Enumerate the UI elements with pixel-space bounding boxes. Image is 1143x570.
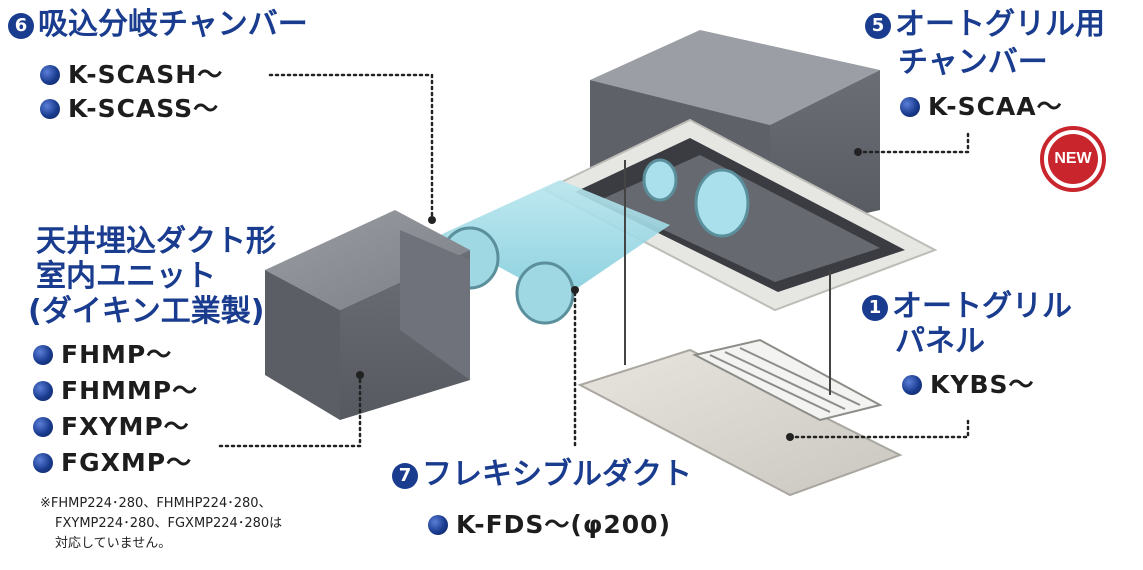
bullet-icon [40,99,60,119]
bullet-icon [428,515,448,535]
bullet-icon [33,453,53,473]
note-line1: ※FHMP224･280、FHMHP224･280、 [40,496,272,511]
indoor-model-1: FHMP～ [33,340,172,370]
indoor-title-line3: (ダイキン工業製) [28,294,265,329]
bullet-icon [33,417,53,437]
bullet-icon [40,65,60,85]
indoor-model-3: FXYMP～ [33,412,190,442]
item1-title-line2: パネル [895,324,985,359]
item6-model-1: K-SCASH～ [40,60,223,90]
indoor-title-line1: 天井埋込ダクト形 [36,224,276,259]
auto-grille-chamber [542,30,938,312]
bullet-icon [33,381,53,401]
indoor-title-line2: 室内ユニット [36,259,216,294]
auto-grille-panel [577,160,903,497]
item5-number: 5 [865,13,891,39]
item1-number: 1 [862,295,888,321]
item1-model-1: KYBS～ [902,370,1035,400]
item5-model-1: K-SCAA～ [900,92,1063,122]
item7-number: 7 [392,463,418,489]
bullet-icon [33,345,53,365]
new-badge: NEW [1040,126,1106,192]
leader-lines [218,73,970,448]
item5-title-line2: チャンバー [898,45,1048,80]
indoor-model-2: FHMMP～ [33,376,198,406]
item7-model-1: K-FDS～(φ200) [428,510,671,540]
note-line2: FXYMP224･280、FGXMP224･280は [55,516,283,531]
note-line3: 対応していません。 [55,536,172,551]
bullet-icon [902,375,922,395]
indoor-unit [265,210,470,420]
indoor-model-4: FGXMP～ [33,448,192,478]
item6-number: 6 [8,13,34,39]
item6-model-2: K-SCASS～ [40,94,219,124]
bullet-icon [900,97,920,117]
